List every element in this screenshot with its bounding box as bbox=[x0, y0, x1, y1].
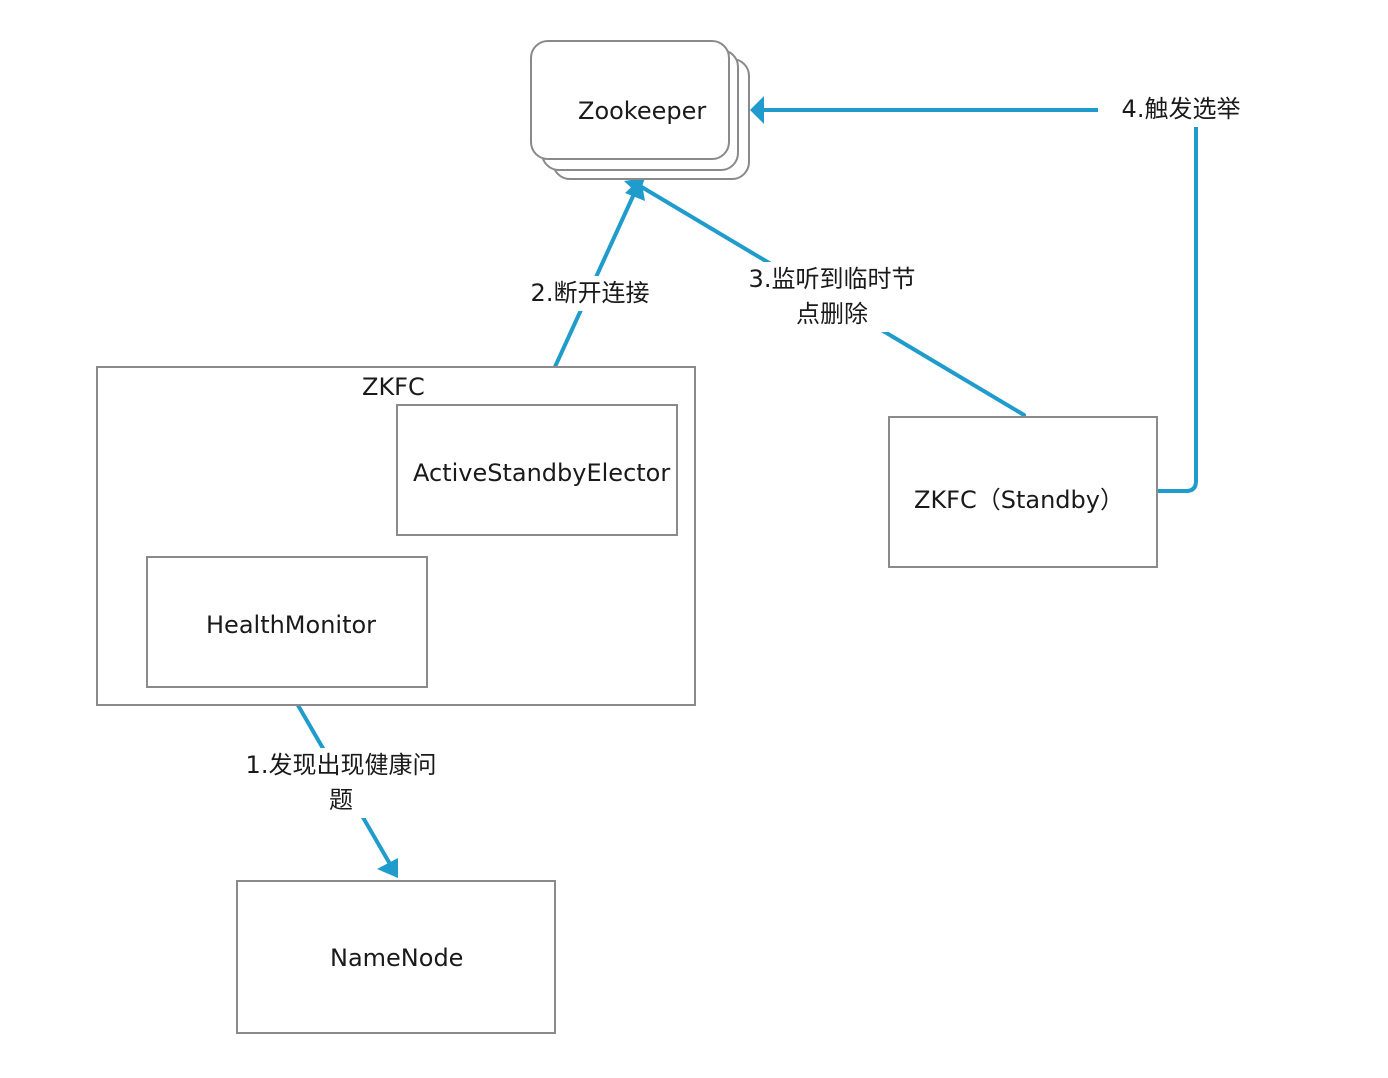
edge-standby-trigger-election bbox=[756, 108, 1198, 493]
edge-label-step4: 4.触发选举 bbox=[1098, 92, 1264, 127]
zkfc-standby-node: ZKFC（Standby） bbox=[888, 416, 1158, 568]
edge-label-step3-line2: 点删除 bbox=[796, 300, 868, 328]
health-monitor-label: HealthMonitor bbox=[206, 611, 377, 639]
zkfc-standby-label: ZKFC（Standby） bbox=[914, 486, 1124, 514]
namenode-node: NameNode bbox=[236, 880, 556, 1034]
health-monitor-node: HealthMonitor bbox=[146, 556, 428, 688]
zookeeper-node: Zookeeper bbox=[530, 40, 730, 160]
zookeeper-label: Zookeeper bbox=[578, 97, 707, 125]
active-standby-elector-label: ActiveStandbyElector bbox=[413, 459, 671, 487]
edge-label-step3: 3.监听到临时节 点删除 bbox=[738, 262, 926, 332]
edge-label-step4-line1: 4.触发选举 bbox=[1121, 95, 1241, 123]
edge-standby-trigger-election-arrowhead bbox=[750, 96, 764, 124]
namenode-label: NameNode bbox=[330, 944, 464, 972]
edge-label-step3-line1: 3.监听到临时节 bbox=[748, 265, 916, 293]
zkfc-label: ZKFC bbox=[362, 373, 425, 401]
edge-label-step1: 1.发现出现健康问 题 bbox=[236, 748, 446, 818]
edge-label-step1-line2: 题 bbox=[329, 786, 353, 814]
edge-healthmonitor-to-namenode-arrowhead bbox=[377, 858, 398, 878]
active-standby-elector-node: ActiveStandbyElector bbox=[396, 404, 678, 536]
edge-label-step2: 2.断开连接 bbox=[520, 276, 660, 311]
edge-standby-to-zookeeper-arrowhead bbox=[624, 178, 645, 195]
edge-label-step2-line1: 2.断开连接 bbox=[530, 279, 650, 307]
edge-label-step1-line1: 1.发现出现健康问 bbox=[245, 751, 437, 779]
